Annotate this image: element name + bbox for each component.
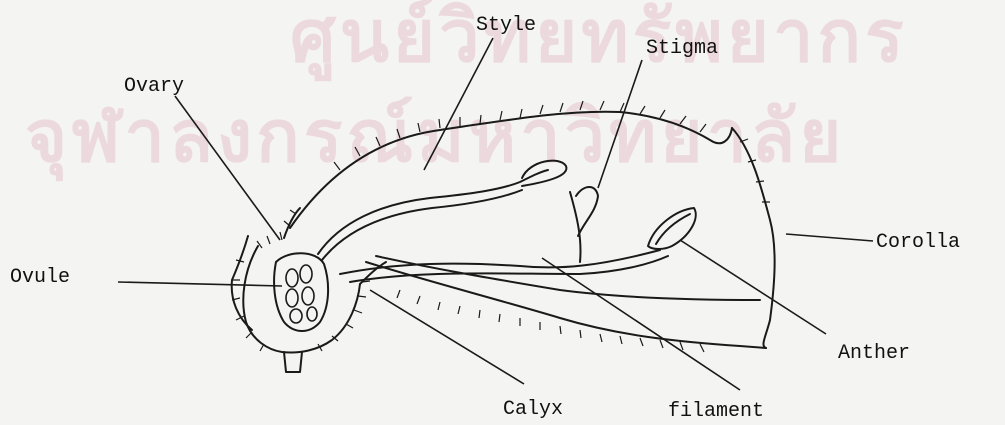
leader-filament <box>542 258 740 390</box>
label-ovule: Ovule <box>10 266 70 289</box>
stamen-upper <box>570 192 581 262</box>
label-stigma: Stigma <box>646 37 718 60</box>
leader-anther <box>680 240 826 334</box>
label-anther: Anther <box>838 342 910 365</box>
label-style: Style <box>476 14 536 37</box>
leader-stigma <box>598 60 642 188</box>
stigma-shape <box>522 161 566 186</box>
pedicel <box>284 352 302 372</box>
anther-inner <box>656 214 690 244</box>
label-corolla: Corolla <box>876 231 960 254</box>
leader-ovule <box>118 282 282 286</box>
leader-calyx <box>370 290 524 384</box>
label-calyx: Calyx <box>503 398 563 421</box>
calyx-sepal-left <box>232 236 252 330</box>
label-filament: filament <box>668 400 764 423</box>
corolla-inner-lower <box>376 256 760 300</box>
corolla-upper-outline <box>290 112 732 228</box>
ovules <box>286 265 317 323</box>
leader-style <box>424 38 493 170</box>
leader-lines <box>118 38 873 390</box>
style-inner <box>322 190 522 260</box>
hairs <box>232 101 770 352</box>
leader-corolla <box>786 234 873 241</box>
leader-ovary <box>175 96 280 240</box>
style-outer <box>318 170 548 254</box>
label-ovary: Ovary <box>124 75 184 98</box>
